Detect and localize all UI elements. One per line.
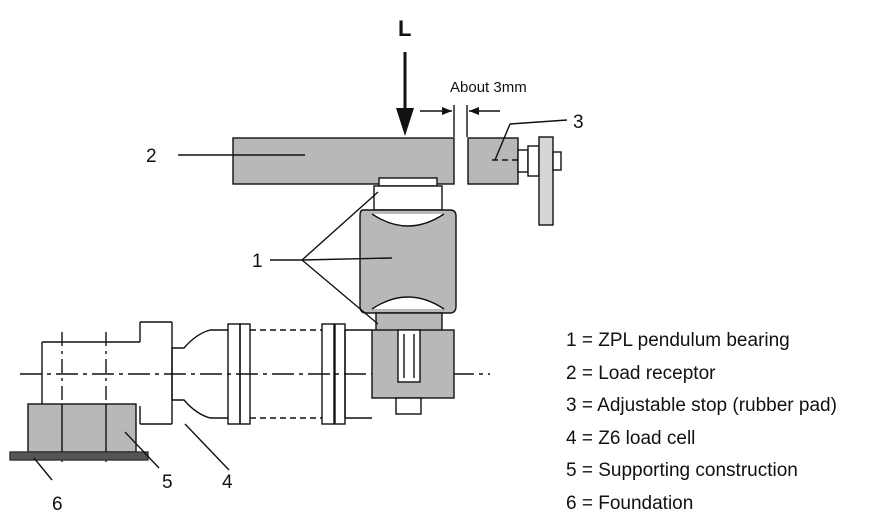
callout-6: 6 bbox=[52, 494, 63, 515]
adjustable-stop bbox=[468, 137, 562, 225]
legend: 1 = ZPL pendulum bearing 2 = Load recept… bbox=[566, 327, 837, 522]
gap-dimension bbox=[420, 105, 500, 137]
legend-item: 2 = Load receptor bbox=[566, 360, 837, 393]
callout-4: 4 bbox=[222, 472, 233, 493]
load-label: L bbox=[398, 16, 411, 41]
legend-item: 4 = Z6 load cell bbox=[566, 425, 837, 458]
legend-item: 1 = ZPL pendulum bearing bbox=[566, 327, 837, 360]
legend-item: 6 = Foundation bbox=[566, 490, 837, 522]
supporting-construction bbox=[28, 332, 140, 462]
legend-item: 5 = Supporting construction bbox=[566, 457, 837, 490]
callout-3: 3 bbox=[573, 112, 584, 133]
load-receptor bbox=[233, 138, 454, 184]
foundation bbox=[10, 452, 148, 460]
gap-label: About 3mm bbox=[450, 79, 527, 96]
callout-5: 5 bbox=[162, 472, 173, 493]
load-arrow bbox=[396, 52, 414, 136]
callout-1: 1 bbox=[252, 251, 263, 272]
callout-2: 2 bbox=[146, 146, 157, 167]
pendulum-bearing bbox=[360, 178, 456, 331]
legend-item: 3 = Adjustable stop (rubber pad) bbox=[566, 392, 837, 425]
